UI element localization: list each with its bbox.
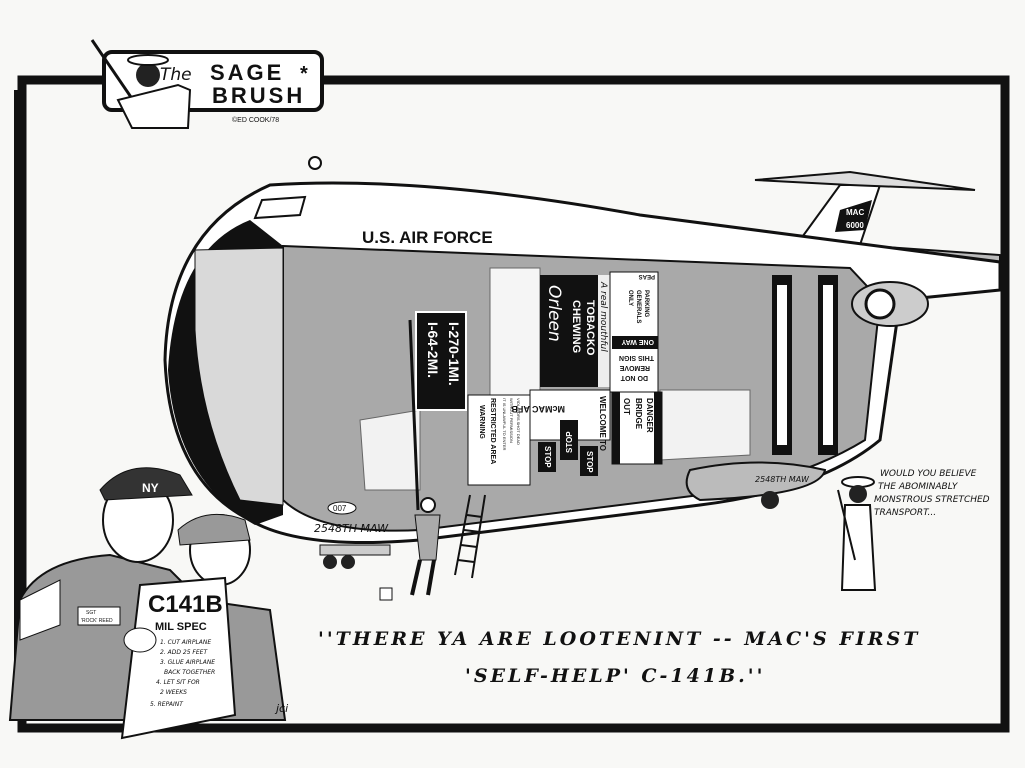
welcome-1: WELCOME TO bbox=[598, 396, 607, 451]
warning-2: RESTRICTED AREA bbox=[489, 398, 496, 464]
sagebrush-narrator bbox=[837, 476, 877, 591]
spec-sheet: C141B MIL SPEC 1. CUT AIRPLANE 2. ADD 25… bbox=[120, 576, 237, 740]
spec-step: BACK TOGETHER bbox=[164, 669, 215, 676]
logo-star: * bbox=[300, 63, 308, 85]
name-tag-1: SGT bbox=[86, 610, 96, 616]
spec-step: 4. LET SIT FOR bbox=[156, 679, 200, 686]
hand bbox=[123, 627, 157, 653]
frame-shadow bbox=[14, 90, 26, 718]
spec-step: 5. REPAINT bbox=[150, 701, 184, 708]
spec-step: 1. CUT AIRPLANE bbox=[160, 639, 211, 646]
scarecrow-head-icon bbox=[136, 63, 160, 87]
tail-number: 6000 bbox=[846, 221, 864, 230]
cap-logo: NY bbox=[142, 481, 159, 495]
do-not-remove-3: THIS SIGN bbox=[619, 354, 654, 361]
speech-line-4: TRANSPORT... bbox=[874, 508, 936, 518]
ladder bbox=[454, 494, 486, 579]
one-way-sign: ONE WAY bbox=[621, 338, 654, 345]
parking-sign-2: GENERALS bbox=[635, 290, 641, 323]
warning-3: IT IS UNLAWFUL TO ENTER bbox=[502, 398, 507, 450]
stop-signs: STOP STOP STOP bbox=[538, 420, 598, 476]
speech-line-3: MONSTROUS STRETCHED bbox=[874, 495, 990, 505]
speech-text: WOULD YOU BELIEVE THE ABOMINABLY MONSTRO… bbox=[874, 469, 990, 518]
pod-unit-marking: 2548TH MAW bbox=[755, 475, 810, 484]
logo-the: The bbox=[160, 65, 192, 85]
speech-line-2: THE ABOMINABLY bbox=[878, 482, 959, 492]
warning-1: WARNING bbox=[478, 405, 485, 439]
parking-sign-3: ONLY bbox=[627, 290, 633, 306]
warning-4: WITHOUT PERMISSION bbox=[509, 398, 514, 443]
do-not-remove-1: DO NOT bbox=[620, 374, 648, 381]
peas-sign: PEAS bbox=[639, 273, 655, 279]
artist-signature: jci bbox=[274, 702, 288, 715]
do-not-remove-2: REMOVE bbox=[619, 364, 650, 371]
caption-line-2: 'SELF-HELP' C-141B.'' bbox=[465, 665, 765, 687]
patch-signs: I-270-1MI. I-64-2MI. Orleen CHEWING TOBA… bbox=[415, 271, 663, 486]
nose-tag: 007 bbox=[333, 504, 347, 513]
tow-cart bbox=[319, 544, 391, 569]
interstate-sign-2: I-64-2MI. bbox=[425, 322, 441, 378]
spec-step: 2. ADD 25 FEET bbox=[160, 649, 208, 656]
tobacco-line-2: TOBACKO bbox=[584, 300, 596, 356]
bridge-out-1: BRIDGE bbox=[634, 398, 643, 430]
spec-step: 2 WEEKS bbox=[160, 689, 187, 696]
welcome-2: McMAC AFB bbox=[511, 404, 565, 414]
painter-figure bbox=[379, 319, 441, 601]
spec-step: 3. GLUE AIRPLANE bbox=[160, 659, 215, 666]
stop-sign: STOP bbox=[543, 446, 552, 468]
danger-sign: DANGER bbox=[645, 398, 654, 433]
parking-sign-1: PARKING bbox=[643, 290, 649, 318]
tail-code: MAC bbox=[846, 208, 864, 217]
tobacco-line-1: CHEWING bbox=[570, 300, 582, 353]
tobacco-slogan: A real mouthful bbox=[598, 281, 608, 352]
spec-title: C141B bbox=[148, 591, 223, 618]
logo-copyright: ©ED COOK/78 bbox=[232, 116, 279, 124]
caption-line-1: ''THERE YA ARE LOOTENINT -- MAC'S FIRST bbox=[318, 628, 920, 650]
stop-sign: STOP bbox=[585, 451, 594, 473]
logo-sage: SAGE bbox=[210, 60, 284, 85]
front-unit-marking: 2548TH MAW bbox=[314, 522, 389, 535]
sage-brush-logo: The SAGE * BRUSH ©ED COOK/78 bbox=[90, 39, 324, 129]
rank-insignia bbox=[19, 579, 61, 641]
name-tag-2: 'ROCK' REED bbox=[81, 618, 113, 624]
tobacco-brand: Orleen bbox=[544, 285, 564, 342]
speech-line-1: WOULD YOU BELIEVE bbox=[880, 469, 977, 479]
usaf-marking: U.S. AIR FORCE bbox=[362, 228, 493, 247]
cockpit-window bbox=[253, 195, 307, 220]
stop-sign: STOP bbox=[565, 431, 574, 453]
bridge-out-2: OUT bbox=[622, 398, 631, 415]
logo-brush: BRUSH bbox=[212, 83, 305, 108]
spec-subtitle: MIL SPEC bbox=[155, 621, 207, 633]
interstate-sign-1: I-270-1MI. bbox=[446, 322, 462, 386]
warning-5: VIOLATORS SHOT DEAD bbox=[516, 398, 521, 445]
